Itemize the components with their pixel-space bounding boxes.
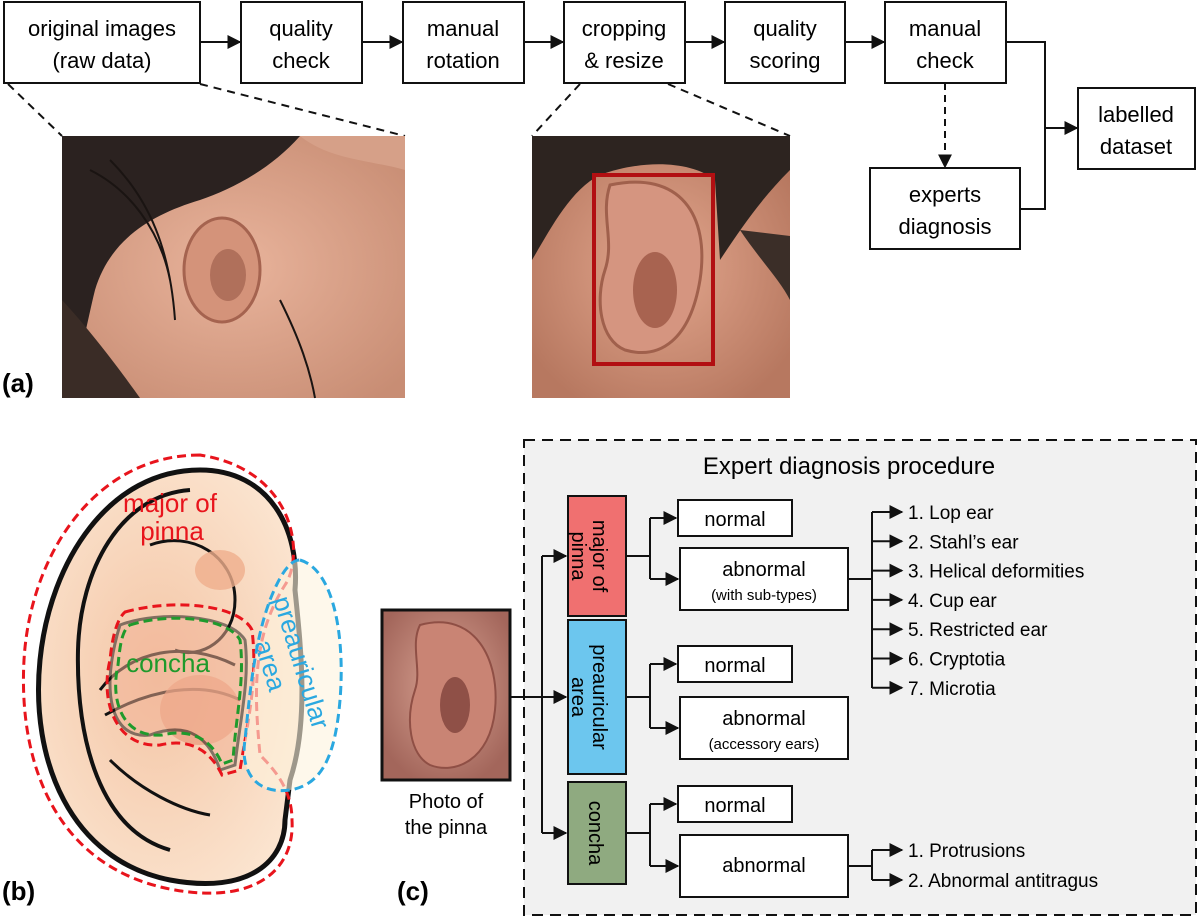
concha-subtype-list: 1. Protrusions 2. Abnormal antitragus bbox=[908, 841, 1098, 892]
outcome-label: normal bbox=[704, 509, 765, 531]
subtype-label: 1. Protrusions bbox=[908, 841, 1025, 862]
pipeline-step-quality-check: quality check bbox=[240, 1, 363, 84]
outcome-label: abnormal bbox=[722, 855, 805, 877]
pipeline: original images (raw data) quality check… bbox=[2, 1, 1196, 399]
subtype-label: 1. Lop ear bbox=[908, 503, 994, 524]
outcome-preauricular-normal: normal bbox=[677, 645, 793, 683]
step-label: scoring bbox=[750, 48, 821, 73]
subtype-label: 4. Cup ear bbox=[908, 591, 997, 612]
step-label: labelled bbox=[1098, 102, 1174, 127]
photo-caption: the pinna bbox=[405, 817, 488, 839]
diagnosis-procedure: (c) Expert diagnosis procedure Photo of … bbox=[380, 439, 1197, 916]
step-label: check bbox=[916, 48, 974, 73]
photo-caption: Photo of bbox=[409, 791, 484, 813]
pipeline-step-quality-scoring: quality scoring bbox=[724, 1, 846, 84]
outcome-concha-abnormal: abnormal bbox=[679, 834, 849, 898]
subtype-label: 6. Cryptotia bbox=[908, 650, 1006, 671]
panel-label-b: (b) bbox=[2, 876, 35, 906]
category-preauricular: preauricular area bbox=[567, 619, 627, 775]
procedure-title: Expert diagnosis procedure bbox=[703, 453, 995, 480]
step-label: original images bbox=[28, 16, 176, 41]
panel-label-c: (c) bbox=[397, 876, 429, 906]
step-label: manual bbox=[427, 16, 499, 41]
subtype-label: 5. Restricted ear bbox=[908, 620, 1048, 641]
pipeline-step-manual-check: manual check bbox=[884, 1, 1007, 84]
outcome-sub-label: (with sub-types) bbox=[711, 587, 817, 604]
outcome-label: normal bbox=[704, 655, 765, 677]
step-label: cropping bbox=[582, 16, 666, 41]
pinna-photo: Photo of the pinna bbox=[380, 608, 512, 839]
pipeline-step-labelled-dataset: labelled dataset bbox=[1077, 87, 1196, 170]
step-label: experts bbox=[909, 182, 981, 207]
outcome-sub-label: (accessory ears) bbox=[709, 736, 820, 753]
outcome-label: abnormal bbox=[722, 559, 805, 581]
step-label: & resize bbox=[584, 48, 663, 73]
outcome-pinna-normal: normal bbox=[677, 499, 793, 537]
subtype-label: 2. Abnormal antitragus bbox=[908, 871, 1098, 892]
step-label: check bbox=[272, 48, 330, 73]
step-label: rotation bbox=[426, 48, 499, 73]
category-label: major of bbox=[588, 520, 610, 593]
region-label-concha: concha bbox=[126, 648, 210, 678]
ear-diagram: major of pinna concha preauricular area … bbox=[2, 453, 343, 906]
category-label: concha bbox=[584, 801, 606, 866]
step-label: diagnosis bbox=[899, 214, 992, 239]
step-label: (raw data) bbox=[52, 48, 151, 73]
outcome-preauricular-abnormal: abnormal (accessory ears) bbox=[679, 696, 849, 760]
outcome-label: abnormal bbox=[722, 708, 805, 730]
outcome-pinna-abnormal: abnormal (with sub-types) bbox=[679, 547, 849, 611]
category-label: area bbox=[567, 677, 589, 718]
preauricular-outline bbox=[242, 558, 343, 793]
pinna-subtype-list: 1. Lop ear 2. Stahl’s ear 3. Helical defor… bbox=[908, 503, 1084, 700]
category-concha: concha bbox=[567, 781, 627, 885]
outcome-concha-normal: normal bbox=[677, 785, 793, 823]
step-label: quality bbox=[269, 16, 333, 41]
concha-subtype-arrows bbox=[872, 843, 904, 887]
region-label-pinna: pinna bbox=[140, 516, 204, 546]
step-label: dataset bbox=[1100, 134, 1172, 159]
category-label: preauricular bbox=[588, 644, 610, 750]
outcome-label: normal bbox=[704, 795, 765, 817]
crop-box bbox=[592, 173, 715, 366]
subtype-label: 2. Stahl’s ear bbox=[908, 532, 1019, 553]
pipeline-step-manual-rotation: manual rotation bbox=[402, 1, 525, 84]
zoom-lines bbox=[7, 83, 791, 137]
panel-label-a: (a) bbox=[2, 368, 34, 398]
region-label-pinna: major of bbox=[123, 488, 218, 518]
pipeline-arrows bbox=[200, 35, 1079, 210]
raw-photo bbox=[62, 136, 405, 399]
step-label: quality bbox=[753, 16, 817, 41]
pipeline-step-experts-diagnosis: experts diagnosis bbox=[869, 167, 1021, 250]
subtype-label: 3. Helical deformities bbox=[908, 562, 1084, 583]
concha-outline bbox=[114, 616, 243, 766]
category-pinna: major of pinna bbox=[567, 495, 627, 617]
procedure-frame bbox=[523, 439, 1197, 916]
subtype-label: 7. Microtia bbox=[908, 679, 996, 700]
pinna-subtype-arrows bbox=[872, 505, 904, 695]
category-label: pinna bbox=[567, 532, 589, 582]
step-label: manual bbox=[909, 16, 981, 41]
cropped-photo bbox=[532, 136, 790, 398]
pipeline-step-original-images: original images (raw data) bbox=[3, 1, 201, 84]
pipeline-step-cropping-resize: cropping & resize bbox=[563, 1, 686, 84]
